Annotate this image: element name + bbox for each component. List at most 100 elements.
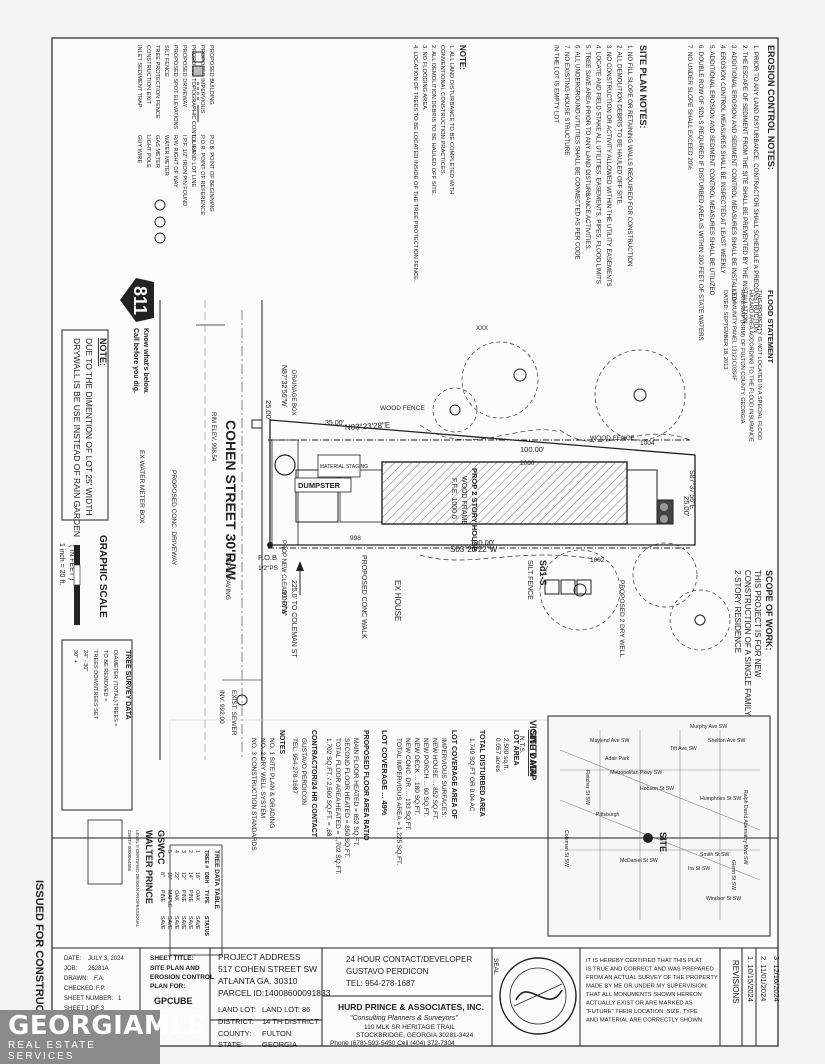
land-lot-value: LAND LOT: 86 [262, 1005, 310, 1014]
elev-1004: 1004 [640, 440, 655, 447]
revision-item: 1. 10/15/2024 [746, 956, 755, 1002]
site-plan-notes: SITE PLAN NOTES: 1. NO FILL SLOPE OR RET… [553, 45, 649, 287]
graphic-scale-ratio: 1 inch = 20 ft. [58, 543, 65, 585]
checked-value: F.P. [96, 986, 106, 992]
tree-table-cell: OAK [173, 890, 179, 901]
erosion-note-line: 2. THE ESCAPE OF SEDIMENT FROM THE SITE … [741, 45, 748, 324]
vicinity-street-label: McDaniel St SW [620, 858, 658, 864]
bearing-west: N87°32'56"W [280, 365, 288, 407]
erosion-notes-title: EROSION CONTROL NOTES: [766, 45, 776, 170]
drawn-value: F.A. [94, 976, 105, 982]
lot-area-line: 0.057 acres [494, 738, 501, 773]
tree-table-cell: 22" [173, 872, 179, 880]
job-date-label: DATE: [64, 956, 82, 962]
sheet-title-line: PLAN FOR: [150, 983, 185, 990]
lot-cov-line: TOTAL IMPERVIOUS AREA = 1,225 SQ.FT. [395, 738, 402, 865]
firm-name: HURD PRINCE & ASSOCIATES, INC. [338, 1002, 484, 1012]
site-drawing: COHEN STREET 30'R/W N03°23'28"E S03°23'2… [138, 300, 774, 760]
tree-survey-line: 30" + [72, 650, 78, 663]
vicinity-scale: N.T.S. [518, 736, 525, 754]
vicinity-street-label: Smith St SW [700, 852, 730, 858]
tree-survey-line: DIAMETER (TOTAL) TREES = [112, 650, 118, 727]
contact-line2: GUSTAVO PERDICON [346, 967, 429, 976]
lot-area-line: 2,500 sq.ft. [502, 738, 509, 770]
erosion-note-line: 1. PRIOR TO ANY LAND DISTURBANCE, CONTRA… [752, 45, 759, 333]
certification-line: IT IS HEREBY CERTIFIED THAT THIS PLAT [586, 958, 703, 964]
site-notes-line: NO. 3 CONSTRUCTION STANDARDS [250, 738, 257, 851]
water-meter-label: EX WATER METER BOX [138, 450, 145, 524]
certification-line: "FUTURE" THEIR LOCATION ,SIZE, TYPE [586, 1009, 698, 1015]
tree-survey-line: 24" - 30" [82, 650, 88, 671]
tree-data-table: TREE DATA TABLE TREE #DBHTYPESTATUS118"O… [159, 844, 223, 956]
lot-boundary [269, 419, 696, 546]
scope-line: THIS PROJECT IS FOR NEW [753, 570, 762, 678]
vicinity-street-label: Glenn St SW [730, 860, 736, 890]
street-label: COHEN STREET 30'R/W [223, 420, 239, 580]
site-notes-line: NO. 1 SITE PLAN & GRADING [268, 738, 275, 828]
flood-line: DATED: SEPTEMBER 18, 2013 [722, 290, 728, 369]
gswcc-name: WALTER PRINCE [144, 830, 154, 904]
dist-back: 25.00' [682, 496, 691, 517]
tree-survey-line: TO BE REMOVED = [102, 650, 108, 701]
legend-left-item: TREE PROTECTION FENCE [154, 45, 160, 119]
vicinity-street-label: Adair Park [605, 756, 630, 762]
legend-right-item: GAS METER [154, 135, 160, 168]
lot-cov-label: LOT COVERAGE AREA OF [450, 730, 457, 820]
dumpster-marker [274, 454, 296, 476]
revisions-title: REVISIONS [731, 960, 740, 1004]
tree-table-cell: PINE [187, 890, 193, 903]
vicinity-street-label: Tift Ave SW [670, 746, 697, 752]
legend-left-item: PROPOSED BUILDING [208, 45, 214, 105]
contact-block: 24 HOUR CONTACT/DEVELOPER GUSTAVO PERDIC… [346, 955, 472, 988]
tree-table-cell: SAVE [194, 916, 200, 930]
gswcc-cert: CERT# 0000064556 [127, 830, 132, 871]
vicinity-title: VICINITY MAP [528, 720, 538, 780]
tree-table-header: DBH [203, 872, 209, 883]
dimension-note: NOTE: DUE TO THE DIMENTION OF LOT 25' WI… [61, 329, 109, 537]
tree-table-cell: SAVE [166, 916, 172, 930]
vicinity-street-label: Humphries St SW [700, 796, 741, 802]
clean-out-label: PROP NEW CLEAN OUT 6" [280, 540, 286, 616]
legend-right-item: LIGHT POLE [145, 135, 151, 168]
lot-cov-line: NEW CONC. DR. ... 133 SQ.FT. [404, 738, 411, 831]
project-address-line2: ATLANTA GA. 30310 [218, 976, 298, 986]
dist-35: 35.00' [325, 420, 344, 427]
revision-item: 3. 12/16/2024 [772, 956, 781, 1002]
tree-table-cell: 14" [187, 872, 193, 880]
certification-line: THAT ALL MONUMENTS SHOWN HEREON [586, 992, 702, 998]
erosion-note-line: 7. NO UNDER SLOPE SHALL EXCEED 20% [686, 45, 693, 170]
ex-house-label: EX HOUSE [393, 580, 402, 621]
contractor-line: TEL: 954-278-1687 [291, 738, 298, 794]
exist-sewer-label: EXIST. SEWER [230, 690, 237, 736]
lot-cov-line: IMPERVIOUS SURFACES: [440, 738, 447, 818]
general-note-line: 2. ALL DEMOLITION DEBRIS TO BE HAULED OF… [430, 45, 436, 196]
lot-cov-line: NEW PORCH ... 60 SQ.FT. [422, 738, 429, 817]
sheet-of: SHEET 1 OF 3 [64, 1006, 105, 1012]
eight-one-one-logo: 811 Know what's below. Call before you d… [120, 278, 154, 394]
vicinity-street-label: Ira St SW [688, 866, 710, 872]
dumpster-label: DUMPSTER [298, 481, 341, 490]
job-date: JULY 3, 2024 [88, 956, 124, 962]
gswcc-level: LEVEL II CERTIFIED DESIGN PROFESSIONAL [135, 830, 140, 928]
project-address-line1: 517 COHEN STREET SW [218, 964, 317, 974]
tree-table-cell: SAVE [187, 916, 193, 930]
house-ffe: F.F.E. 1000.0 [450, 478, 457, 519]
disturbed-line: 1,749 SQ.FT OR 0.04 AC [468, 738, 475, 812]
georgiamls-watermark: GEORGIAMLS REAL ESTATE SERVICES [0, 1010, 206, 1064]
erosion-note-line: 3. ADDITIONAL EROSION AND SEDIMENT CONTR… [730, 45, 737, 301]
tree-table-cell: PINE [180, 890, 186, 903]
tree-table-title: TREE DATA TABLE [213, 850, 220, 910]
site-note-line: IN THE LOT IS EMPTY LOT [553, 45, 560, 123]
bearing-south: S03°23'22"W [450, 545, 498, 554]
pob-label: P.O.B [258, 553, 277, 562]
lot-cov-line: NEW DECK ... 180 SQ.FT. [413, 738, 420, 815]
elev-1002: 1002 [590, 557, 605, 564]
tree-table-cell: 10" [166, 872, 172, 880]
erosion-note-line: 5. ADDITIONAL EROSION AND SEDIMENT CONTR… [708, 45, 715, 296]
drainage-label: DRAINAGE BOX [290, 370, 296, 416]
site-notes-list-title: NOTES [278, 730, 285, 754]
general-note-title: NOTE: [458, 45, 467, 70]
